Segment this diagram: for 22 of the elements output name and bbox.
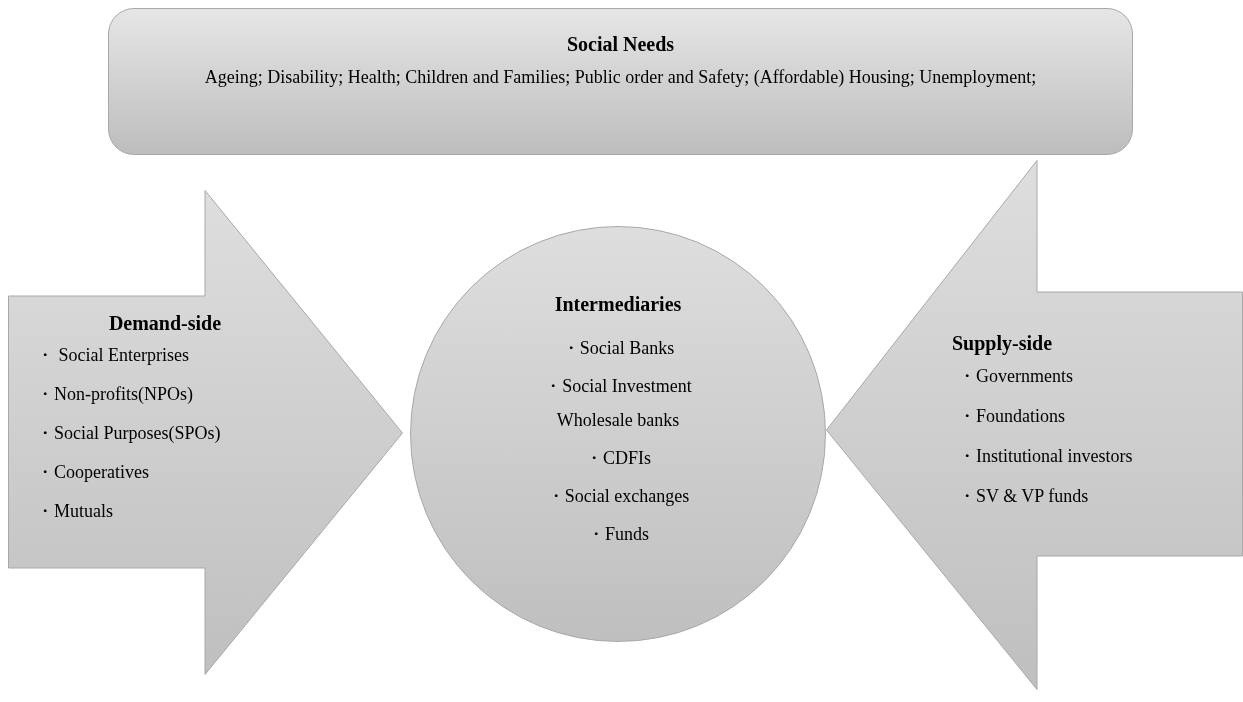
heading: Intermediaries [554, 292, 682, 317]
body-text: Ageing; Disability; Health; Children and Families; Public order and Safety; (Affordable) Housing; Unemployment; [204, 66, 1037, 89]
list-item: ・Mutuals [35, 500, 113, 523]
list-item: ・Cooperatives [35, 461, 149, 484]
list-item: ・Social Purposes(SPOs) [35, 422, 221, 445]
list-item: ・Funds [587, 523, 649, 546]
list-item: ・Non-profits(NPOs) [35, 383, 193, 406]
list-item: ・Foundations [957, 405, 1065, 428]
right-arrow-shape [8, 190, 403, 675]
list-item: ・Governments [957, 365, 1073, 388]
list-item: ・Social Investment Wholesale banks [543, 375, 693, 432]
list-item: ・CDFIs [585, 447, 651, 470]
left-arrow-shape [826, 160, 1243, 690]
rounded-box [108, 8, 1133, 155]
heading: Demand-side [108, 311, 223, 336]
heading: Supply-side [952, 331, 1053, 356]
list-item: ・Institutional investors [957, 445, 1133, 468]
list-item: ・ Social Enterprises [35, 344, 189, 367]
list-item: ・Social Banks [561, 337, 675, 360]
heading: Social Needs [566, 32, 675, 57]
list-item: ・SV & VP funds [957, 485, 1089, 508]
list-item: ・Social exchanges [546, 485, 690, 508]
